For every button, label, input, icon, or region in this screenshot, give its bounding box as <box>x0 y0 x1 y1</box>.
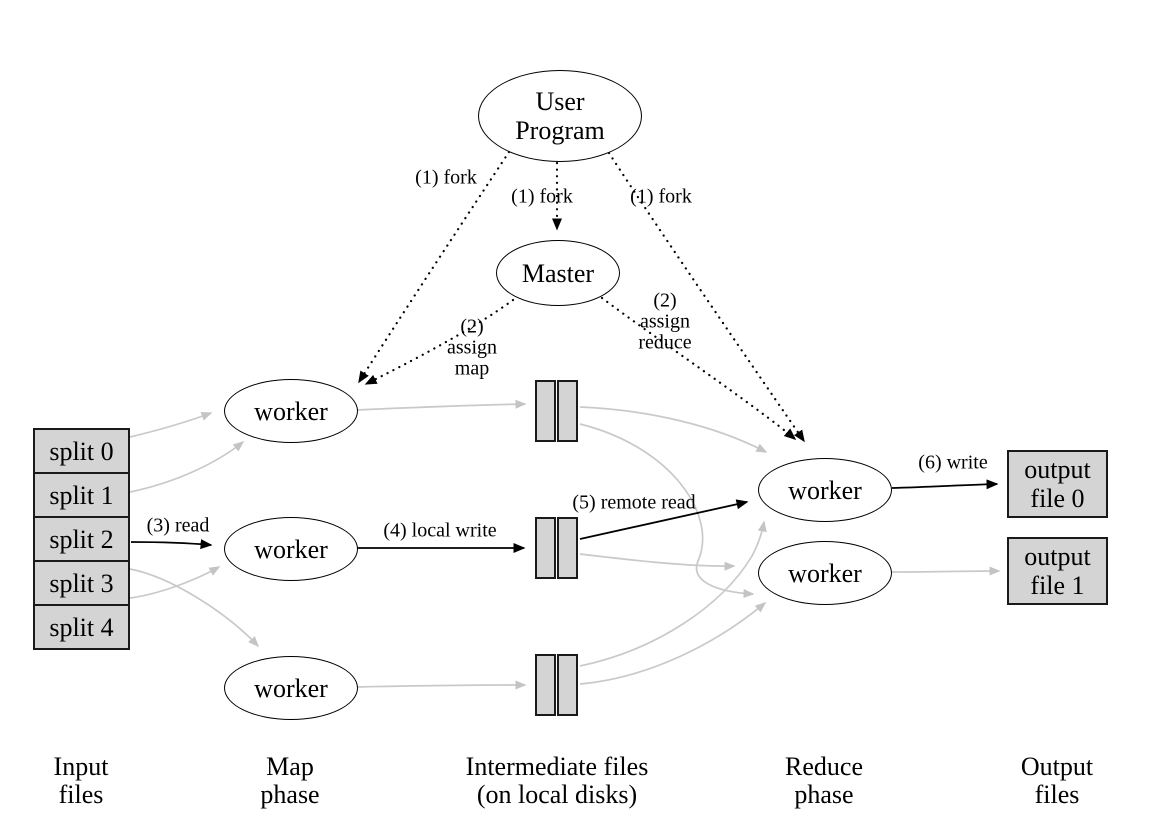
map-worker-3: worker <box>224 656 358 720</box>
assign-reduce-label: (2) assign reduce <box>638 289 692 354</box>
input-split-1: split 1 <box>33 472 130 518</box>
intermediate-file-cell <box>557 517 578 579</box>
intermediate-file-cell <box>557 380 578 442</box>
edge-assign-map <box>364 298 515 386</box>
intermediate-file-cell <box>535 517 556 579</box>
split-0-label: split 0 <box>49 436 114 466</box>
output-0-line1: output <box>1024 455 1091 484</box>
input-files-line1: Input <box>53 752 109 781</box>
intermediate-file-cell <box>535 380 556 442</box>
edge-split0-worker1 <box>129 412 213 438</box>
intermediate-files-line1: Intermediate files <box>465 752 649 781</box>
assign-reduce-l3: reduce <box>638 331 692 354</box>
edge-worker3-files3 <box>356 680 527 690</box>
input-split-0: split 0 <box>33 428 130 474</box>
edge-files1-reduce2 <box>579 423 755 598</box>
input-files-line2: files <box>58 780 104 809</box>
output-file-0-label: output file 0 <box>1024 455 1090 513</box>
edge-read <box>130 539 213 550</box>
user-program-node: User Program <box>478 70 642 162</box>
input-split-3: split 3 <box>33 560 130 606</box>
output-file-1: output file 1 <box>1007 537 1108 605</box>
fork-left-label: (1) fork <box>415 166 477 189</box>
output-file-0: output file 0 <box>1007 450 1108 518</box>
output-1-line2: file 1 <box>1030 571 1085 600</box>
map-phase-line2: phase <box>260 780 320 809</box>
edge-assign-reduce <box>600 296 797 441</box>
edge-write <box>891 479 999 490</box>
edge-files2-reduce2 <box>579 553 736 571</box>
edge-files3-reduce2 <box>579 602 767 685</box>
reduce-worker-2-label: worker <box>788 558 862 588</box>
output-files-line1: Output <box>1020 752 1094 781</box>
write-label: (6) write <box>918 451 988 474</box>
output-0-line2: file 0 <box>1030 484 1085 513</box>
intermediate-files-3-icon <box>535 654 578 716</box>
edge-split4-worker3 <box>129 568 260 648</box>
phase-label-reduce-phase: Reduce phase <box>785 753 863 809</box>
intermediate-file-cell <box>535 654 556 716</box>
map-worker-2-label: worker <box>254 534 328 564</box>
output-1-line1: output <box>1024 542 1091 571</box>
local-write-label: (4) local write <box>383 519 497 542</box>
assign-map-label: (2) assign map <box>447 315 497 380</box>
reduce-phase-line1: Reduce <box>785 752 863 781</box>
reduce-worker-1-label: worker <box>788 475 862 505</box>
input-split-2: split 2 <box>33 516 130 562</box>
phase-label-input-files: Input files <box>54 753 109 809</box>
master-label: Master <box>521 258 595 288</box>
map-phase-line1: Map <box>266 752 314 781</box>
split-2-label: split 2 <box>49 524 114 554</box>
output-file-1-label: output file 1 <box>1024 542 1090 600</box>
fork-mid-label: (1) fork <box>511 185 573 208</box>
edge-remote-read <box>579 499 749 540</box>
fork-right-label: (1) fork <box>630 185 692 208</box>
phase-label-map-phase: Map phase <box>260 753 319 809</box>
edge-reduce2-output1 <box>891 566 1001 576</box>
intermediate-files-2-icon <box>535 517 578 579</box>
intermediate-files-1-icon <box>535 380 578 442</box>
map-worker-1-label: worker <box>254 396 328 426</box>
split-3-label: split 3 <box>49 568 114 598</box>
assign-reduce-l2: assign <box>639 310 690 333</box>
intermediate-file-cell <box>557 654 578 716</box>
split-4-label: split 4 <box>49 612 114 642</box>
map-worker-1: worker <box>224 379 358 443</box>
edge-files3-reduce1 <box>579 520 767 667</box>
phase-label-intermediate-files: Intermediate files (on local disks) <box>466 753 649 809</box>
output-files-line2: files <box>1034 780 1080 809</box>
edge-split1-worker1 <box>129 441 245 493</box>
assign-reduce-l1: (2) <box>653 289 677 312</box>
phase-label-output-files: Output files <box>1021 753 1093 809</box>
assign-map-l3: map <box>454 357 490 380</box>
assign-map-l2: assign <box>447 336 497 359</box>
read-label: (3) read <box>146 514 210 537</box>
intermediate-files-line2: (on local disks) <box>476 780 638 809</box>
master-node: Master <box>496 240 620 306</box>
split-1-label: split 1 <box>49 480 114 510</box>
reduce-worker-1: worker <box>758 458 892 522</box>
edge-worker1-files1 <box>356 399 527 411</box>
reduce-phase-line2: phase <box>794 780 854 809</box>
map-worker-3-label: worker <box>254 673 328 703</box>
map-worker-2: worker <box>224 517 358 581</box>
user-program-label: User Program <box>515 87 605 145</box>
edge-fork-map-worker <box>357 150 511 384</box>
assign-map-l1: (2) <box>460 315 484 338</box>
remote-read-label: (5) remote read <box>572 491 696 514</box>
reduce-worker-2: worker <box>758 541 892 605</box>
input-split-4: split 4 <box>33 604 130 650</box>
edge-files1-reduce1 <box>579 406 768 453</box>
